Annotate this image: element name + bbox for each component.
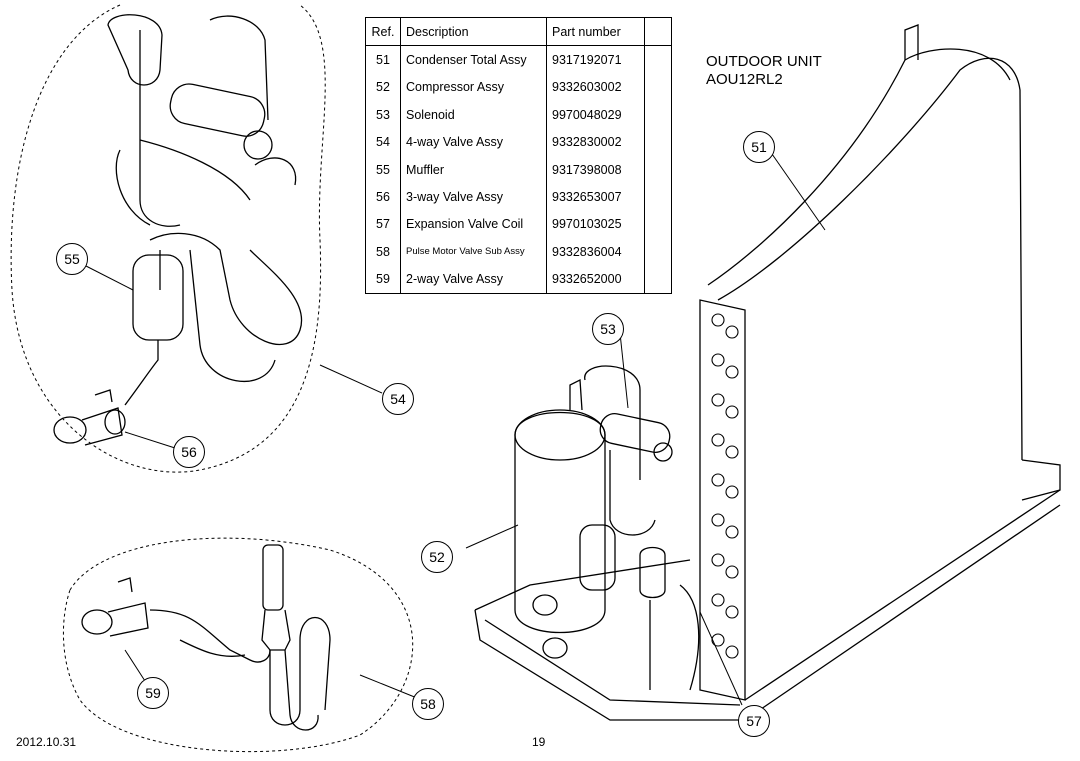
row-blank xyxy=(644,73,672,102)
callout-57: 57 xyxy=(738,705,770,737)
row-description: Solenoid xyxy=(400,101,547,129)
callout-51: 51 xyxy=(743,131,775,163)
outdoor-unit-drawing xyxy=(474,24,1061,721)
row-blank xyxy=(644,210,672,239)
unit-model: AOU12RL2 xyxy=(706,71,783,88)
row-part-number: 9332603002 xyxy=(546,73,645,102)
row-blank xyxy=(644,265,672,294)
row-blank xyxy=(644,45,672,74)
row-description: 3-way Valve Assy xyxy=(400,183,547,211)
unit-title-line1: OUTDOOR UNIT xyxy=(706,53,822,70)
callout-53: 53 xyxy=(592,313,624,345)
row-blank xyxy=(644,101,672,129)
row-ref: 59 xyxy=(365,265,401,294)
row-blank xyxy=(644,128,672,156)
solenoid-drawing xyxy=(584,365,700,691)
row-ref: 51 xyxy=(365,45,401,74)
callout-59: 59 xyxy=(137,677,169,709)
row-ref: 58 xyxy=(365,238,401,266)
row-ref: 57 xyxy=(365,210,401,239)
page-number: 19 xyxy=(532,735,546,749)
row-description: Muffler xyxy=(400,155,547,184)
callout-58: 58 xyxy=(412,688,444,720)
row-description: Expansion Valve Coil xyxy=(400,210,547,239)
header-blank xyxy=(644,16,672,47)
row-description: Condenser Total Assy xyxy=(400,45,547,74)
row-ref: 53 xyxy=(365,101,401,129)
pulse-motor-valve-drawing xyxy=(81,544,331,731)
row-ref: 56 xyxy=(365,183,401,211)
compressor-drawing xyxy=(514,378,616,659)
footer-date: 2012.10.31 xyxy=(16,735,77,749)
row-blank xyxy=(644,155,672,184)
row-part-number: 9332836004 xyxy=(546,238,645,266)
callout-54: 54 xyxy=(382,383,414,415)
callout-56: 56 xyxy=(173,436,205,468)
detail-outline-58 xyxy=(63,537,414,753)
detail-outline-54 xyxy=(10,4,326,473)
header-description: Description xyxy=(400,16,547,47)
row-blank xyxy=(644,183,672,211)
unit-title: OUTDOOR UNIT AOU12RL2 xyxy=(706,53,822,89)
callout-52: 52 xyxy=(421,541,453,573)
row-part-number: 9970103025 xyxy=(546,210,645,239)
row-ref: 55 xyxy=(365,155,401,184)
row-description: 2-way Valve Assy xyxy=(400,265,547,294)
row-part-number: 9317398008 xyxy=(546,155,645,184)
row-ref: 52 xyxy=(365,73,401,102)
row-blank xyxy=(644,238,672,266)
header-part-number: Part number xyxy=(546,16,645,47)
parts-table-header: Ref. Description Part number xyxy=(365,16,672,47)
row-ref: 54 xyxy=(365,128,401,156)
row-part-number: 9332830002 xyxy=(546,128,645,156)
row-description: 4-way Valve Assy xyxy=(400,128,547,156)
four-way-valve-assy-drawing xyxy=(107,14,303,406)
row-description: Pulse Motor Valve Sub Assy xyxy=(400,238,547,266)
header-ref: Ref. xyxy=(365,16,401,47)
row-part-number: 9332653007 xyxy=(546,183,645,211)
row-part-number: 9970048029 xyxy=(546,101,645,129)
row-part-number: 9332652000 xyxy=(546,265,645,294)
callout-55: 55 xyxy=(56,243,88,275)
row-description: Compressor Assy xyxy=(400,73,547,102)
row-part-number: 9317192071 xyxy=(546,45,645,74)
three-way-valve-drawing xyxy=(53,389,126,446)
